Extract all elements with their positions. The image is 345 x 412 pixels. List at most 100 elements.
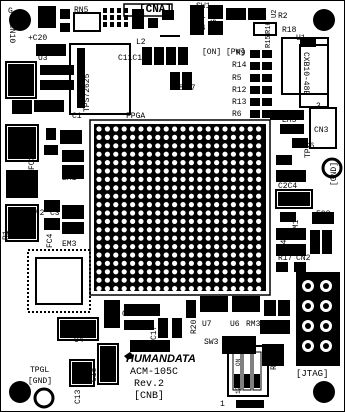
bga-ball <box>172 160 178 166</box>
bga-ball <box>155 126 161 132</box>
bga-ball <box>222 260 228 266</box>
bga-ball <box>113 218 119 224</box>
bga-ball <box>96 269 102 275</box>
bga-ball <box>113 151 119 157</box>
bga-ball <box>113 277 119 283</box>
bga-ball <box>121 176 127 182</box>
bga-ball <box>155 160 161 166</box>
bga-ball <box>214 286 220 292</box>
bga-ball <box>256 277 262 283</box>
bga-ball <box>222 160 228 166</box>
bga-ball <box>146 227 152 233</box>
bga-ball <box>205 227 211 233</box>
label-c18: C18 <box>90 367 99 382</box>
bga-ball <box>197 126 203 132</box>
bga-ball <box>113 160 119 166</box>
bga-ball <box>104 260 110 266</box>
bga-ball <box>188 168 194 174</box>
bga-ball <box>180 185 186 191</box>
bga-ball <box>96 151 102 157</box>
bga-ball <box>121 277 127 283</box>
bga-ball <box>188 235 194 241</box>
bga-ball <box>113 193 119 199</box>
bga-ball <box>155 218 161 224</box>
label-r17: R17 <box>278 254 293 263</box>
bga-ball <box>222 202 228 208</box>
bga-ball <box>121 126 127 132</box>
bga-ball <box>163 160 169 166</box>
cna-connector-outline <box>123 3 173 17</box>
bga-ball <box>230 260 236 266</box>
label-l1: L1 <box>196 12 206 21</box>
bga-ball <box>180 277 186 283</box>
bga-ball <box>146 151 152 157</box>
bga-ball <box>214 277 220 283</box>
bga-ball <box>188 160 194 166</box>
bga-ball <box>180 202 186 208</box>
bga-ball <box>163 252 169 258</box>
bga-ball <box>197 260 203 266</box>
bga-ball <box>230 252 236 258</box>
bga-ball <box>138 193 144 199</box>
bga-ball <box>138 134 144 140</box>
label-l2: L2 <box>136 38 146 47</box>
label-cn3-pin: 3 <box>316 102 321 111</box>
bga-ball <box>239 202 245 208</box>
bga-ball <box>155 185 161 191</box>
label-jtag: [JTAG] <box>296 369 328 379</box>
label-u4: U4 <box>74 336 84 345</box>
bga-ball <box>188 286 194 292</box>
bga-ball <box>197 269 203 275</box>
bga-ball <box>247 134 253 140</box>
bga-ball <box>172 244 178 250</box>
label-r7: R7 <box>186 84 196 93</box>
bga-ball <box>104 160 110 166</box>
bga-ball <box>121 252 127 258</box>
bga-ball <box>247 143 253 149</box>
bga-ball <box>155 252 161 258</box>
bga-ball <box>172 210 178 216</box>
bga-ball <box>205 151 211 157</box>
bga-ball <box>205 286 211 292</box>
bga-ball <box>239 244 245 250</box>
silkscreen-labels: G +C20 C10 RN5 U3 L2 C11C12 C19 FPGA C1 … <box>8 2 331 409</box>
bga-ball <box>113 235 119 241</box>
bga-ball <box>138 286 144 292</box>
fpga-bga <box>89 119 271 296</box>
bga-ball <box>172 260 178 266</box>
label-sw3: SW3 <box>204 338 219 347</box>
bga-ball <box>172 151 178 157</box>
bga-ball <box>104 151 110 157</box>
logo-arrow-icon <box>124 352 134 360</box>
bga-ball <box>163 193 169 199</box>
label-c19: C19 <box>10 71 25 80</box>
bga-ball <box>96 260 102 266</box>
bga-ball <box>239 277 245 283</box>
bga-ball <box>247 210 253 216</box>
bga-ball <box>96 185 102 191</box>
bga-ball <box>155 244 161 250</box>
bga-ball <box>180 260 186 266</box>
bga-ball <box>230 193 236 199</box>
bga-ball <box>197 227 203 233</box>
bga-ball <box>138 235 144 241</box>
bga-ball <box>96 210 102 216</box>
bga-ball <box>163 235 169 241</box>
bga-ball <box>222 193 228 199</box>
bga-ball <box>222 252 228 258</box>
bga-ball <box>239 143 245 149</box>
bga-ball <box>256 227 262 233</box>
bga-ball <box>172 235 178 241</box>
bga-ball <box>130 235 136 241</box>
bga-ball <box>163 269 169 275</box>
bga-ball <box>197 134 203 140</box>
bga-ball <box>113 210 119 216</box>
bga-ball <box>205 244 211 250</box>
bga-ball <box>138 227 144 233</box>
label-fc4: FC4 <box>46 233 55 248</box>
bga-ball <box>104 269 110 275</box>
bga-ball <box>104 202 110 208</box>
label-em4: EM4 <box>280 239 289 254</box>
bga-ball <box>222 143 228 149</box>
